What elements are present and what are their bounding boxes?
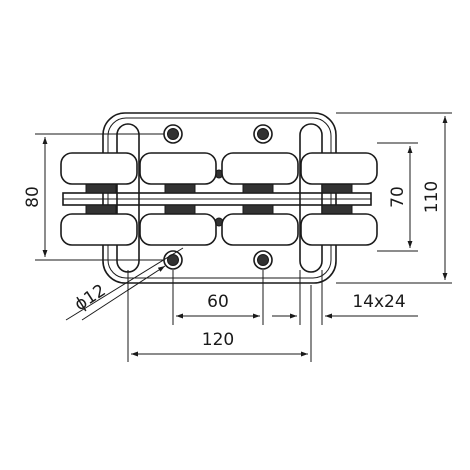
dimension-hole-diameter: ϕ12 <box>65 247 184 321</box>
dimension-slot-size: 14x24 <box>272 270 418 325</box>
dimension-hole-spacing: 60 <box>172 270 264 325</box>
roller <box>60 152 378 246</box>
dimension-overall-width: 120 <box>127 270 312 362</box>
dimension-label-120: 120 <box>202 330 234 350</box>
dimension-label-14x24: 14x24 <box>352 292 405 312</box>
axle-bar <box>62 192 372 206</box>
mounting-slot <box>116 123 323 273</box>
mounting-hole <box>163 124 273 270</box>
dimension-label-80: 80 <box>23 186 43 208</box>
dimension-height-110: 110 <box>336 112 452 284</box>
dimension-height-70: 70 <box>377 142 418 252</box>
dimension-label-60: 60 <box>207 292 229 312</box>
dimension-label-110: 110 <box>422 181 442 213</box>
base-plate <box>102 112 337 284</box>
dimension-label-70: 70 <box>388 186 408 208</box>
dimension-height-80: 80 <box>23 133 164 261</box>
dimension-label-diameter: ϕ12 <box>71 280 109 315</box>
